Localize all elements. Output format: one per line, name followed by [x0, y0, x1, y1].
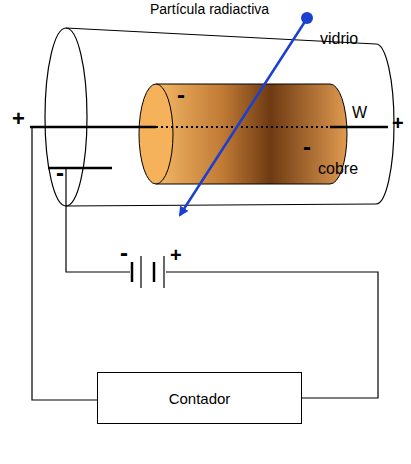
- polarity-sign: +: [170, 244, 182, 266]
- wire-label: W: [352, 104, 367, 122]
- polarity-sign: -: [120, 240, 128, 266]
- polarity-sign: -: [56, 160, 64, 186]
- tungsten-wire: [30, 127, 388, 128]
- counter-label: Contador: [169, 390, 231, 407]
- radioactive-particle: [180, 12, 313, 215]
- polarity-sign: +: [392, 112, 404, 134]
- copper-label: cobre: [318, 160, 358, 178]
- glass-label: vidrio: [320, 30, 358, 48]
- particle-label: Partícula radiactiva: [150, 2, 269, 17]
- polarity-sign: +: [12, 107, 25, 131]
- battery-symbol: [132, 256, 164, 288]
- polarity-sign: -: [303, 134, 311, 160]
- copper-cylinder: [139, 84, 347, 184]
- counter-box: Contador: [97, 372, 302, 424]
- polarity-sign: -: [177, 82, 185, 108]
- circuit-wires: [32, 127, 378, 400]
- glass-tube: [45, 28, 394, 206]
